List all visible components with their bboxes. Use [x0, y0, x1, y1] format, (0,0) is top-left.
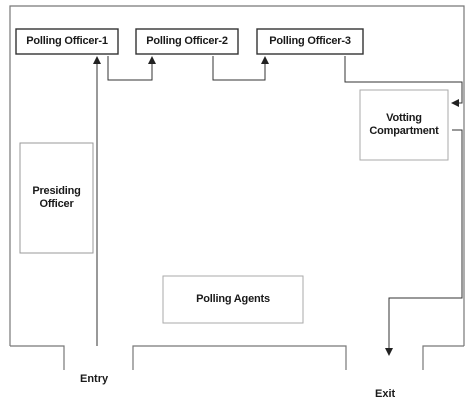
voting-compartment-line1: Votting — [386, 112, 422, 124]
voting-compartment-box — [359, 89, 449, 161]
entry-label: Entry — [80, 373, 109, 385]
polling-agents-label: Polling Agents — [196, 293, 270, 305]
arrow-po1-to-po2 — [107, 56, 156, 81]
voting-compartment-label: Votting Compartment — [360, 90, 448, 160]
polling-officer-2-box — [135, 28, 239, 55]
arrow-po2-to-po3 — [212, 56, 269, 81]
polling-officer-2-label: Polling Officer-2 — [146, 35, 228, 47]
presiding-officer-box — [19, 142, 94, 254]
polling-officer-1-box — [15, 28, 119, 55]
presiding-officer-label: Presiding Officer — [20, 143, 93, 253]
arrow-po3-to-compartment — [344, 56, 463, 107]
presiding-officer-line2: Officer — [39, 198, 74, 210]
arrow-compartment-to-exit — [385, 129, 463, 356]
polling-officer-3-label: Polling Officer-3 — [269, 35, 351, 47]
polling-officer-1-label: Polling Officer-1 — [26, 35, 108, 47]
room-outline — [9, 5, 465, 370]
polling-agents-box — [162, 275, 304, 324]
polling-officer-3-box — [256, 28, 364, 55]
exit-label: Exit — [375, 388, 396, 400]
presiding-officer-line1: Presiding — [32, 185, 81, 197]
flow-arrows — [93, 56, 463, 356]
voting-compartment-line2: Compartment — [369, 125, 439, 137]
